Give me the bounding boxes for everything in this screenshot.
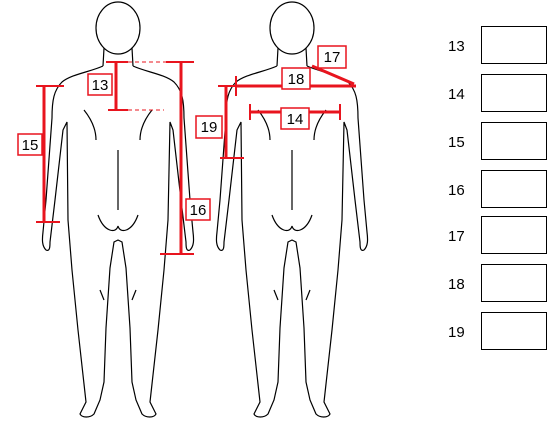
field-label-18: 18	[448, 276, 465, 293]
field-label-15: 15	[448, 134, 465, 151]
right-body-figure	[215, 1, 369, 418]
svg-text:13: 13	[92, 77, 109, 94]
field-label-13: 13	[448, 38, 465, 55]
svg-text:19: 19	[201, 119, 218, 136]
left-dashed-guides	[128, 61, 166, 111]
measurement-14-input[interactable]	[481, 74, 547, 112]
left-body-figure	[41, 1, 195, 418]
measure-label-19: 19	[195, 115, 223, 139]
field-row-18: 18	[448, 264, 552, 304]
svg-text:14: 14	[287, 111, 304, 128]
field-label-14: 14	[448, 86, 465, 103]
measure-label-15: 15	[17, 133, 43, 156]
svg-text:17: 17	[324, 49, 341, 66]
measure-label-14: 14	[280, 107, 310, 130]
field-row-13: 13	[448, 26, 552, 66]
svg-text:15: 15	[22, 137, 39, 154]
measurement-16-input[interactable]	[481, 170, 547, 208]
field-label-17: 17	[448, 228, 465, 245]
measurement-18-input[interactable]	[481, 264, 547, 302]
measure-label-18: 18	[281, 67, 311, 90]
measure-label-16: 16	[185, 198, 211, 221]
measure-label-13: 13	[87, 73, 113, 96]
field-label-19: 19	[448, 324, 465, 341]
svg-text:16: 16	[190, 202, 207, 219]
measurement-17-input[interactable]	[481, 216, 547, 254]
measurement-19-input[interactable]	[481, 312, 547, 350]
field-row-15: 15	[448, 122, 552, 162]
svg-text:18: 18	[288, 71, 305, 88]
body-measurement-diagram: 13 15 16 17 18 14 19	[17, 1, 369, 418]
field-row-17: 17	[448, 216, 552, 256]
measurement-15-input[interactable]	[481, 122, 547, 160]
right-measure-lines	[218, 64, 356, 159]
field-row-14: 14	[448, 74, 552, 114]
field-row-19: 19	[448, 312, 552, 352]
measurement-13-input[interactable]	[481, 26, 547, 64]
field-row-16: 16	[448, 170, 552, 210]
field-label-16: 16	[448, 182, 465, 199]
left-measure-lines	[36, 61, 194, 255]
measure-label-17: 17	[317, 45, 347, 69]
